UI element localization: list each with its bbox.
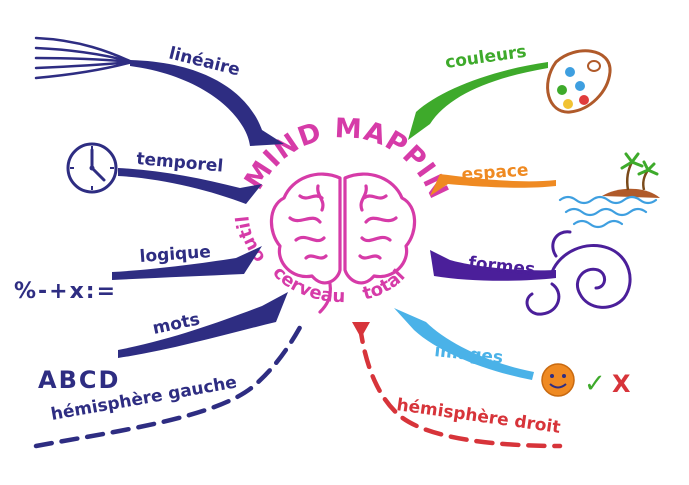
branch-hemisphere-gauche [33,317,307,449]
island-icon [558,152,660,229]
smiley-icon [541,363,575,397]
branch-hemisphere-droit [357,323,563,449]
branch-couleurs [408,62,548,140]
branch-temporel [118,168,262,204]
branch-mots [118,292,288,358]
letters-abcd: ABCD [38,366,120,394]
fork-icon [34,36,134,80]
brain-icon [269,172,417,314]
check-icon: ✓ [584,369,606,399]
branch-formes [430,250,556,281]
math-symbols: %-+x:= [14,279,117,304]
center-arc-total: total [360,266,409,305]
clock-icon [66,142,118,194]
branch-images [394,308,534,380]
droit-arrow-head [352,322,370,338]
palette-icon [546,49,612,114]
branch-logique [112,246,262,280]
label-espace: espace [461,160,529,185]
branch-espace [430,174,556,196]
cross-icon: X [612,370,631,398]
branch-lineaire [130,60,284,146]
spiral-icon [525,230,632,316]
label-hemisphere-droit: hémisphère droit [395,395,561,438]
label-images: images [433,341,504,368]
label-logique: logique [139,242,212,267]
